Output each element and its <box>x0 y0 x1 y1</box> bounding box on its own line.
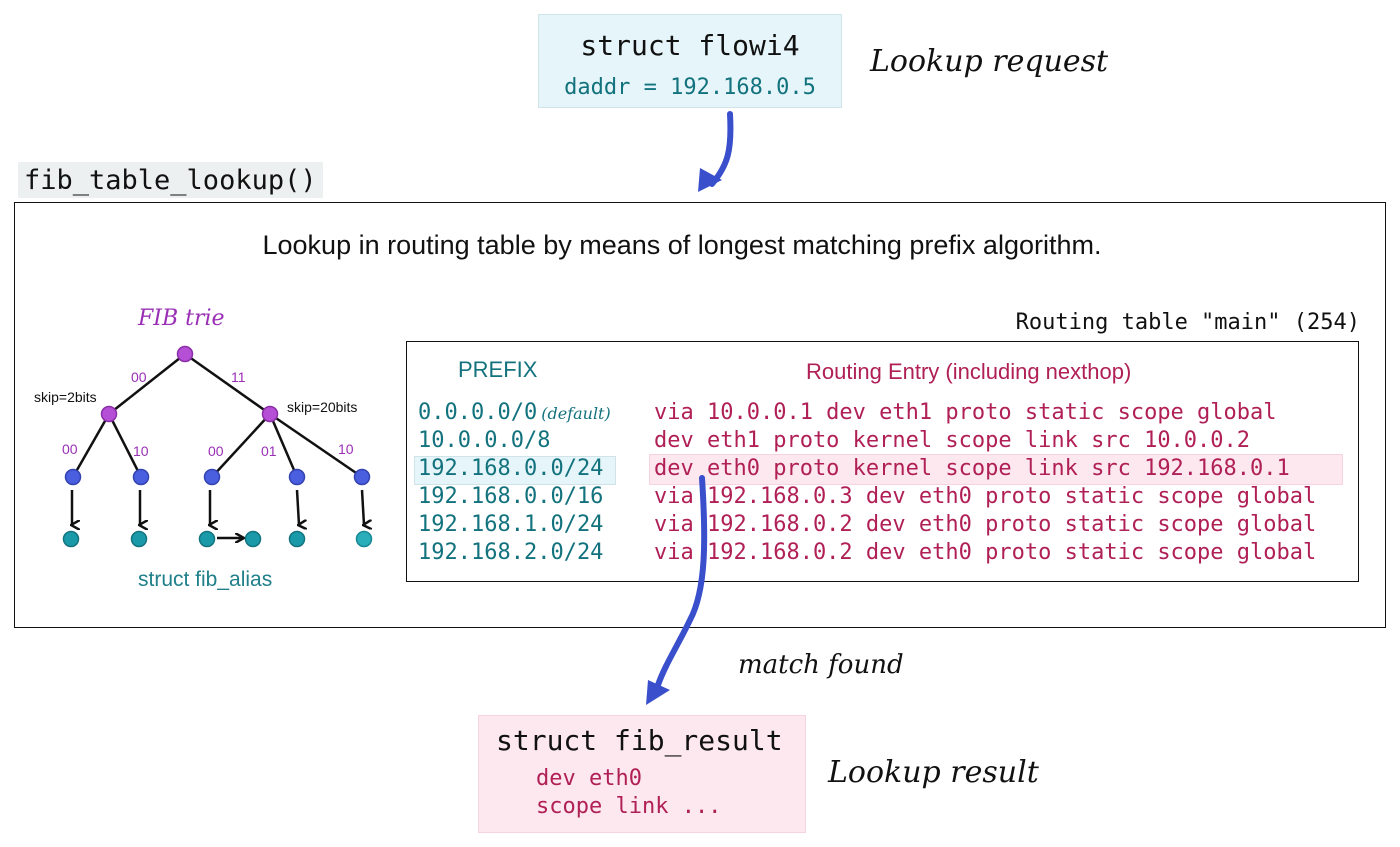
skip-note-right: skip=20bits <box>287 399 357 415</box>
fib-trie-title: FIB trie <box>138 306 225 331</box>
function-name-label: fib_table_lookup() <box>18 162 323 198</box>
alias-pointer-arrow <box>295 489 299 525</box>
fib-alias-node <box>130 530 148 548</box>
column-header-entry: Routing Entry (including nexthop) <box>806 359 1132 384</box>
prefix-value: 0.0.0.0/0 <box>418 400 538 425</box>
table-row-entry: via 10.0.0.1 dev eth1 proto static scope… <box>654 400 1277 425</box>
routing-table-frame <box>406 341 1359 582</box>
lookup-result-annotation: Lookup result <box>828 755 1039 790</box>
trie-internal-nodes <box>100 345 279 423</box>
result-struct-title: struct fib_result <box>496 724 783 757</box>
match-arrowhead-icon <box>646 680 670 705</box>
lookup-request-annotation: Lookup request <box>870 44 1109 79</box>
trie-edge <box>268 413 299 478</box>
result-scope-field: scope link ... <box>536 794 722 819</box>
fib-alias-node <box>244 530 262 548</box>
match-found-annotation: match found <box>738 650 904 680</box>
result-dev-field: dev eth0 <box>536 766 642 791</box>
fib-alias-node <box>355 530 373 548</box>
default-route-note: (default) <box>541 404 611 423</box>
edge-label: 00 <box>208 443 224 459</box>
fib-alias-nodes <box>62 530 373 548</box>
trie-root-node <box>176 345 194 363</box>
edge-label: 10 <box>338 441 354 457</box>
trie-edge <box>71 413 111 478</box>
column-header-prefix: PREFIX <box>458 357 538 382</box>
table-row-entry: dev eth1 proto kernel scope link src 10.… <box>654 428 1251 453</box>
table-row-prefix: 10.0.0.0/8 <box>418 428 551 453</box>
trie-edge <box>108 353 186 415</box>
request-struct-title: struct flowi4 <box>580 29 800 62</box>
edge-label: 00 <box>62 441 78 457</box>
algorithm-description: Lookup in routing table by means of long… <box>262 230 1102 260</box>
table-row-prefix: 192.168.1.0/24 <box>418 512 604 537</box>
table-row-prefix: 192.168.0.0/16 <box>418 484 604 509</box>
trie-edge-labels: 00 11 00 10 00 01 10 <box>62 369 354 459</box>
fib-alias-node <box>198 530 216 548</box>
edge-label: 10 <box>133 443 149 459</box>
edge-label: 01 <box>261 443 277 459</box>
table-row-entry: via 192.168.0.2 dev eth0 proto static sc… <box>654 512 1317 537</box>
alias-pointers <box>72 489 364 538</box>
skip-note-left: skip=2bits <box>34 389 97 405</box>
trie-edge <box>107 413 143 478</box>
trie-internal-node <box>100 405 118 423</box>
matched-entry-highlight <box>649 454 1343 485</box>
trie-leaf-node <box>132 468 150 486</box>
table-row-prefix: 0.0.0.0/0(default) <box>418 400 611 425</box>
trie-edges <box>71 352 363 479</box>
alias-pointer-arrow <box>360 489 364 525</box>
trie-leaf-node <box>203 468 221 486</box>
table-row-prefix-matched: 192.168.0.0/24 <box>418 456 604 481</box>
fib-alias-node <box>62 530 80 548</box>
trie-edge <box>184 352 271 416</box>
trie-leaf-nodes <box>64 468 371 486</box>
edge-label-root-right: 11 <box>231 369 246 385</box>
table-row-prefix: 192.168.2.0/24 <box>418 540 604 565</box>
routing-table-title: Routing table "main" (254) <box>1015 310 1360 335</box>
request-flow-arrow <box>709 111 734 187</box>
table-row-entry: via 192.168.0.2 dev eth0 proto static sc… <box>654 540 1317 565</box>
matched-prefix-highlight <box>414 456 616 485</box>
lookup-request-box: struct flowi4 daddr = 192.168.0.5 <box>538 14 842 108</box>
table-row-entry: via 192.168.0.3 dev eth0 proto static sc… <box>654 484 1317 509</box>
fib-trie-diagram: 00 11 00 10 00 01 10 skip=2bits skip=20b… <box>34 345 390 548</box>
trie-edge <box>211 413 271 478</box>
table-row-entry-matched: dev eth0 proto kernel scope link src 192… <box>654 456 1290 481</box>
fib-alias-node <box>288 530 306 548</box>
request-arrowhead-icon <box>698 168 722 192</box>
trie-leaf-node <box>353 468 371 486</box>
trie-leaf-node <box>288 468 306 486</box>
trie-leaf-node <box>64 468 82 486</box>
edge-label-root-left: 00 <box>131 369 147 385</box>
lookup-result-box <box>478 715 806 833</box>
request-daddr-field: daddr = 192.168.0.5 <box>564 75 816 100</box>
trie-edge <box>269 412 363 479</box>
fib-alias-label: struct fib_alias <box>138 568 273 591</box>
trie-internal-node <box>261 405 279 423</box>
